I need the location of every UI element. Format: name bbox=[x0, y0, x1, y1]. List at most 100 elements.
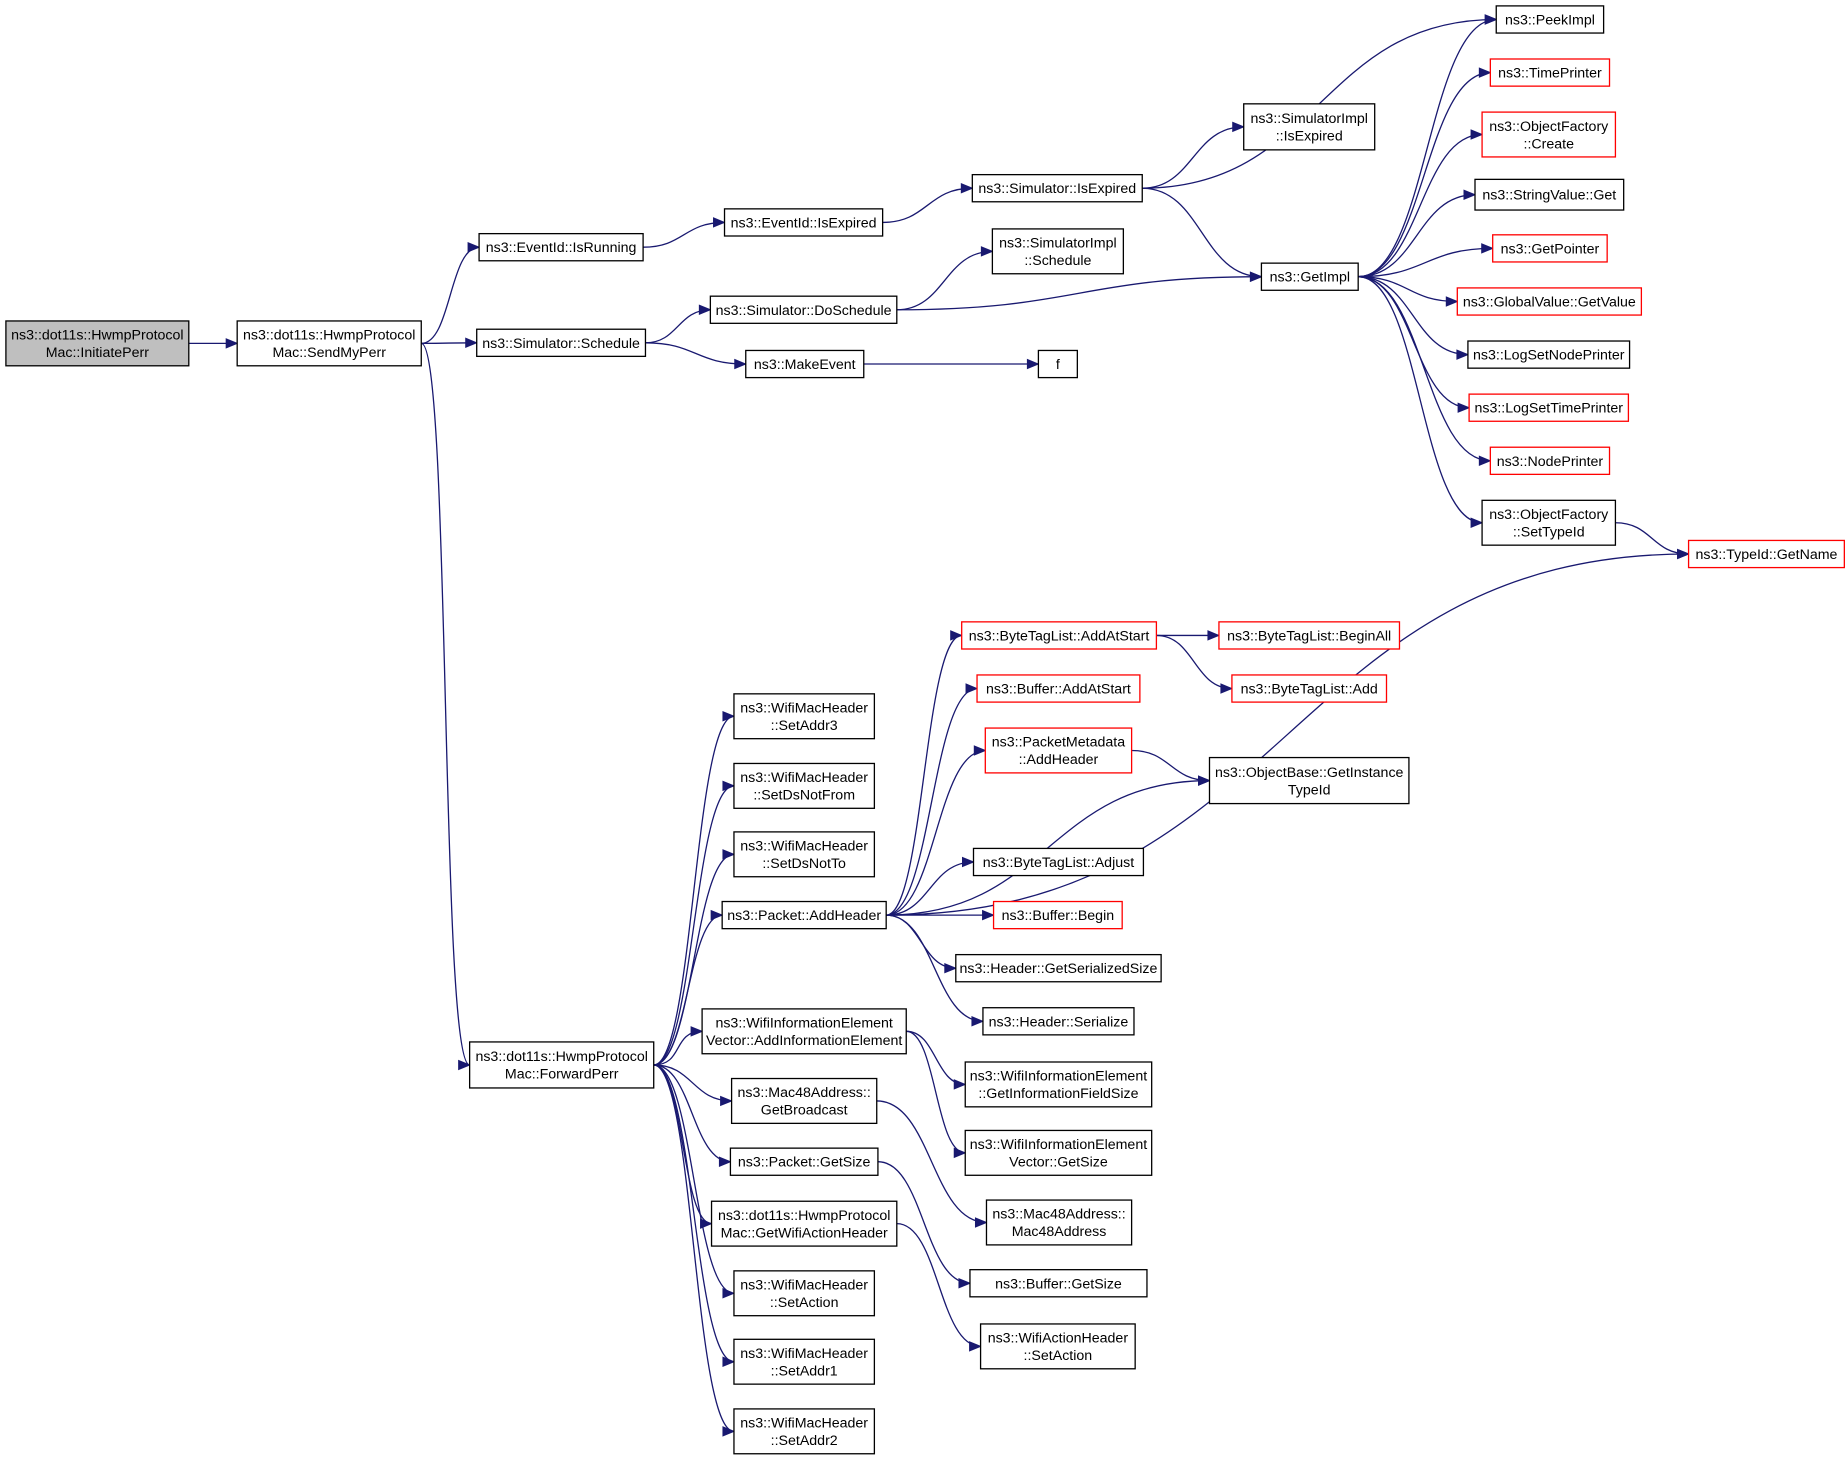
node-wmh-setdsnotfrom[interactable]: ns3::WifiMacHeader::SetDsNotFrom bbox=[733, 762, 876, 809]
node-box[interactable] bbox=[729, 1147, 879, 1176]
node-box[interactable] bbox=[1218, 621, 1401, 650]
node-objfactory-settypeid[interactable]: ns3::ObjectFactory::SetTypeId bbox=[1481, 499, 1617, 546]
node-box[interactable] bbox=[955, 953, 1162, 983]
node-box[interactable] bbox=[733, 831, 876, 878]
node-box[interactable] bbox=[1467, 340, 1631, 369]
node-make-event[interactable]: ns3::MakeEvent bbox=[745, 349, 865, 379]
node-wie-getinfofieldsize[interactable]: ns3::WifiInformationElement::GetInformat… bbox=[964, 1061, 1153, 1108]
node-box[interactable] bbox=[1489, 446, 1611, 476]
node-wie-addinfo[interactable]: ns3::WifiInformationElementVector::AddIn… bbox=[701, 1008, 907, 1055]
node-typeid-getname[interactable]: ns3::TypeId::GetName bbox=[1687, 539, 1845, 569]
node-box[interactable] bbox=[991, 228, 1125, 275]
node-box[interactable] bbox=[969, 1269, 1148, 1298]
node-box[interactable] bbox=[468, 1041, 655, 1089]
node-box[interactable] bbox=[1456, 287, 1643, 316]
node-box[interactable] bbox=[733, 693, 876, 740]
node-globalvalue-getvalue[interactable]: ns3::GlobalValue::GetValue bbox=[1456, 287, 1643, 316]
node-btl-add[interactable]: ns3::ByteTagList::Add bbox=[1231, 674, 1388, 703]
node-forward-perr[interactable]: ns3::dot11s::HwmpProtocolMac::ForwardPer… bbox=[468, 1041, 655, 1089]
node-box[interactable] bbox=[745, 349, 865, 379]
node-nodeprinter[interactable]: ns3::NodePrinter bbox=[1489, 446, 1611, 476]
node-box[interactable] bbox=[979, 1323, 1136, 1370]
node-box[interactable] bbox=[733, 1270, 876, 1317]
node-simulator-schedule[interactable]: ns3::Simulator::Schedule bbox=[476, 328, 647, 358]
node-getpointer[interactable]: ns3::GetPointer bbox=[1492, 234, 1608, 263]
node-box[interactable] bbox=[1481, 111, 1617, 158]
node-box[interactable] bbox=[1495, 5, 1605, 34]
node-header-serialize[interactable]: ns3::Header::Serialize bbox=[982, 1007, 1135, 1036]
node-box[interactable] bbox=[721, 900, 887, 930]
node-box[interactable] bbox=[976, 674, 1141, 703]
node-box[interactable] bbox=[236, 320, 422, 367]
node-btl-beginall[interactable]: ns3::ByteTagList::BeginAll bbox=[1218, 621, 1401, 650]
node-box[interactable] bbox=[1208, 756, 1410, 805]
node-getimpl[interactable]: ns3::GetImpl bbox=[1260, 262, 1359, 291]
node-box[interactable] bbox=[478, 232, 644, 262]
node-box[interactable] bbox=[982, 1007, 1135, 1036]
node-wah-setaction[interactable]: ns3::WifiActionHeader::SetAction bbox=[979, 1323, 1136, 1370]
node-wmh-setaddr3[interactable]: ns3::WifiMacHeader::SetAddr3 bbox=[733, 693, 876, 740]
node-box[interactable] bbox=[476, 328, 647, 358]
node-mac48-mac48address[interactable]: ns3::Mac48Address::Mac48Address bbox=[985, 1199, 1133, 1246]
node-buffer-getsize[interactable]: ns3::Buffer::GetSize bbox=[969, 1269, 1148, 1298]
node-box[interactable] bbox=[1037, 349, 1078, 379]
node-mac48-getbroadcast[interactable]: ns3::Mac48Address::GetBroadcast bbox=[730, 1077, 878, 1125]
node-packet-getsize[interactable]: ns3::Packet::GetSize bbox=[729, 1147, 879, 1176]
node-initiate-perr[interactable]: ns3::dot11s::HwmpProtocolMac::InitiatePe… bbox=[5, 320, 190, 367]
node-box[interactable] bbox=[972, 847, 1145, 877]
node-f[interactable]: f bbox=[1037, 349, 1078, 379]
node-box[interactable] bbox=[1492, 234, 1608, 263]
node-box[interactable] bbox=[1260, 262, 1359, 291]
node-btl-addatstart[interactable]: ns3::ByteTagList::AddAtStart bbox=[961, 621, 1158, 650]
node-box[interactable] bbox=[733, 1408, 876, 1455]
node-box[interactable] bbox=[730, 1077, 878, 1125]
node-logsettimeprinter[interactable]: ns3::LogSetTimePrinter bbox=[1468, 393, 1630, 422]
node-header-getserializedsize[interactable]: ns3::Header::GetSerializedSize bbox=[955, 953, 1162, 983]
node-box[interactable] bbox=[1481, 499, 1617, 546]
node-peekimpl[interactable]: ns3::PeekImpl bbox=[1495, 5, 1605, 34]
node-wmh-setaction[interactable]: ns3::WifiMacHeader::SetAction bbox=[733, 1270, 876, 1317]
node-pm-addheader[interactable]: ns3::PacketMetadata::AddHeader bbox=[984, 727, 1133, 774]
node-simulator-doschedule[interactable]: ns3::Simulator::DoSchedule bbox=[709, 295, 898, 324]
node-stringvalue-get[interactable]: ns3::StringValue::Get bbox=[1474, 178, 1625, 211]
node-box[interactable] bbox=[1468, 393, 1630, 422]
node-objfactory-create[interactable]: ns3::ObjectFactory::Create bbox=[1481, 111, 1617, 158]
node-box[interactable] bbox=[971, 173, 1143, 203]
node-box[interactable] bbox=[723, 208, 884, 237]
node-box[interactable] bbox=[985, 1199, 1133, 1246]
node-hwmp-getwifiactionheader[interactable]: ns3::dot11s::HwmpProtocolMac::GetWifiAct… bbox=[710, 1200, 898, 1247]
node-box[interactable] bbox=[5, 320, 190, 367]
node-simimpl-isexpired[interactable]: ns3::SimulatorImpl::IsExpired bbox=[1243, 103, 1376, 151]
node-box[interactable] bbox=[984, 727, 1133, 774]
node-buffer-addatstart[interactable]: ns3::Buffer::AddAtStart bbox=[976, 674, 1141, 703]
node-box[interactable] bbox=[1474, 178, 1625, 211]
node-simulator-isexpired[interactable]: ns3::Simulator::IsExpired bbox=[971, 173, 1143, 203]
node-wie-getsize[interactable]: ns3::WifiInformationElementVector::GetSi… bbox=[964, 1129, 1153, 1176]
node-logsetnodeprinter[interactable]: ns3::LogSetNodePrinter bbox=[1467, 340, 1631, 369]
node-box[interactable] bbox=[964, 1129, 1153, 1176]
node-box[interactable] bbox=[701, 1008, 907, 1055]
node-buffer-begin[interactable]: ns3::Buffer::Begin bbox=[992, 900, 1123, 930]
node-packet-addheader[interactable]: ns3::Packet::AddHeader bbox=[721, 900, 887, 930]
node-box[interactable] bbox=[733, 762, 876, 809]
node-wmh-setaddr2[interactable]: ns3::WifiMacHeader::SetAddr2 bbox=[733, 1408, 876, 1455]
node-eventid-isrunning[interactable]: ns3::EventId::IsRunning bbox=[478, 232, 644, 262]
node-box[interactable] bbox=[964, 1061, 1153, 1108]
node-box[interactable] bbox=[1243, 103, 1376, 151]
node-btl-adjust[interactable]: ns3::ByteTagList::Adjust bbox=[972, 847, 1145, 877]
node-wmh-setdsnotto[interactable]: ns3::WifiMacHeader::SetDsNotTo bbox=[733, 831, 876, 878]
node-box[interactable] bbox=[992, 900, 1123, 930]
node-box[interactable] bbox=[710, 1200, 898, 1247]
node-timeprinter[interactable]: ns3::TimePrinter bbox=[1489, 58, 1611, 87]
node-box[interactable] bbox=[961, 621, 1158, 650]
node-box[interactable] bbox=[1231, 674, 1388, 703]
node-simimpl-schedule[interactable]: ns3::SimulatorImpl::Schedule bbox=[991, 228, 1125, 275]
node-box[interactable] bbox=[1687, 539, 1845, 569]
node-eventid-isexpired[interactable]: ns3::EventId::IsExpired bbox=[723, 208, 884, 237]
node-box[interactable] bbox=[1489, 58, 1611, 87]
node-box[interactable] bbox=[733, 1338, 876, 1385]
node-box[interactable] bbox=[709, 295, 898, 324]
node-wmh-setaddr1[interactable]: ns3::WifiMacHeader::SetAddr1 bbox=[733, 1338, 876, 1385]
